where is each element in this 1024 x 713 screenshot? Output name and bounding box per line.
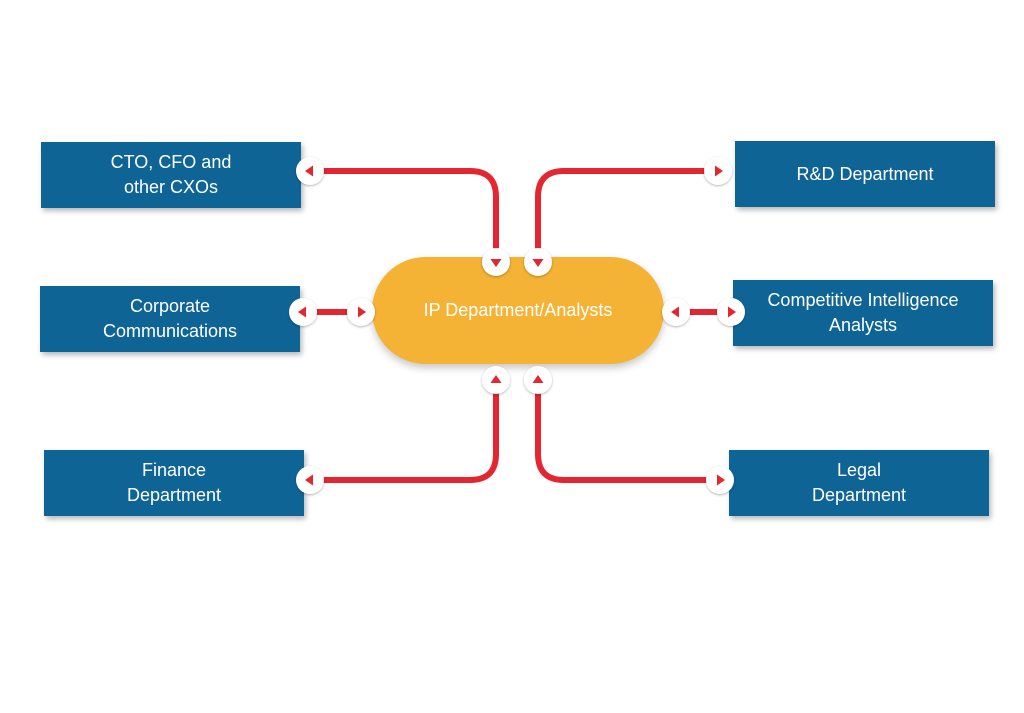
rnd-box: R&D Department [735,141,995,207]
arrow-down-icon [482,248,510,276]
connector-finance [307,377,499,483]
rnd-label: R&D Department [796,163,934,184]
finance-label-line1: Finance [141,460,207,480]
cxo-label-line2: other CXOs [123,177,219,197]
arrow-up-icon [482,366,510,394]
arrow-left-icon [662,298,690,326]
finance-label-line2: Department [126,485,222,505]
connector-legal [535,377,723,483]
arrow-right-icon [706,466,734,494]
corp-comm-label-line1: Corporate [129,296,211,316]
arrow-right-icon [704,157,732,185]
arrow-right-icon [347,298,375,326]
legal-label-line1: Legal [836,460,882,480]
arrow-left-icon [289,298,317,326]
arrow-right-icon [717,298,745,326]
ip-department-hub: IP Department/Analysts [372,257,664,364]
legal-label-line2: Department [811,485,907,505]
connector-cxo [307,168,499,264]
corp-comm-label-line2: Communications [102,321,238,341]
cxo-label-line1: CTO, CFO and [110,152,232,172]
arrow-left-icon [296,157,324,185]
hub-label: IP Department/Analysts [423,300,613,320]
connector-rnd [535,168,721,264]
cxo-box: CTO, CFO and other CXOs [41,142,301,208]
arrow-left-icon [296,466,324,494]
ci-label-line2: Analysts [828,315,897,335]
arrow-down-icon [524,248,552,276]
ci-label-line1: Competitive Intelligence [767,290,959,310]
arrow-up-icon [524,366,552,394]
